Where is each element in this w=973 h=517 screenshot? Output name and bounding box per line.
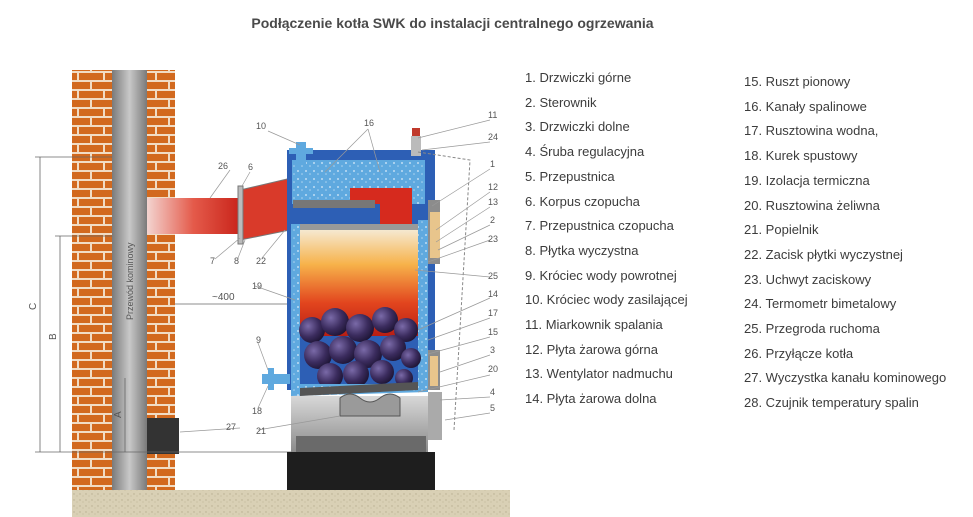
legend-item: 8. Płytka wyczystna xyxy=(525,242,639,258)
callout-12: 12 xyxy=(488,182,498,192)
callout-20: 20 xyxy=(488,364,498,374)
chimney-cleanout xyxy=(147,418,179,454)
flue-connector xyxy=(147,198,240,234)
callout-25: 25 xyxy=(488,271,498,281)
callout-26: 26 xyxy=(218,161,228,171)
legend-item: 16. Kanały spalinowe xyxy=(744,98,867,114)
leader-lines xyxy=(179,119,491,433)
thermometer xyxy=(411,136,421,156)
dim-c-label: C xyxy=(28,303,39,310)
water-jacket-right xyxy=(418,220,428,384)
callout-19: 19 xyxy=(252,281,262,291)
coal-bed xyxy=(299,307,421,389)
grate-top-plate xyxy=(300,224,418,230)
legend-item: 23. Uchwyt zaciskowy xyxy=(744,271,872,287)
legend-item: 18. Kurek spustowy xyxy=(744,148,858,164)
callout-23: 23 xyxy=(488,234,498,244)
callout-13: 13 xyxy=(488,197,498,207)
legend-item: 12. Płyta żarowa górna xyxy=(525,341,658,357)
callout-7: 7 xyxy=(210,256,215,266)
legend-item: 24. Termometr bimetalowy xyxy=(744,296,897,312)
legend-item: 2. Sterownik xyxy=(525,94,597,110)
distance-label: ~400 xyxy=(212,292,235,303)
callout-6: 6 xyxy=(248,162,253,172)
legend-item: 28. Czujnik temperatury spalin xyxy=(744,395,919,411)
callout-1: 1 xyxy=(490,159,495,169)
regulator-cap xyxy=(412,128,420,136)
callout-2: 2 xyxy=(490,215,495,225)
controller xyxy=(430,212,440,258)
cast-iron-grate xyxy=(339,393,401,417)
dim-a-label: A xyxy=(113,411,124,418)
callout-27: 27 xyxy=(226,422,236,432)
supply-flange xyxy=(289,148,313,154)
legend-item: 27. Wyczystka kanału kominowego xyxy=(744,370,947,386)
legend-item: 25. Przegroda ruchoma xyxy=(744,321,880,336)
chimney-label: Przewód kominowy xyxy=(125,242,135,320)
callout-21: 21 xyxy=(256,426,266,436)
boiler-base xyxy=(287,452,435,490)
legend-item: 13. Wentylator nadmuchu xyxy=(525,366,673,382)
legend-item: 9. Króciec wody powrotnej xyxy=(525,267,677,283)
legend-item: 15. Ruszt pionowy xyxy=(744,74,851,89)
fan-housing xyxy=(428,392,442,440)
flue-damper xyxy=(237,185,244,245)
legend-item: 21. Popielnik xyxy=(744,222,819,238)
callout-10: 10 xyxy=(256,121,266,131)
callout-8: 8 xyxy=(234,256,239,266)
grate-floor xyxy=(300,382,418,396)
legend-item: 3. Drzwiczki dolne xyxy=(525,119,630,135)
legend-item: 10. Króciec wody zasilającej xyxy=(525,292,688,308)
legend-item: 26. Przyłącze kotła xyxy=(744,345,854,361)
callout-14: 14 xyxy=(488,289,498,299)
legend-item: 1. Drzwiczki górne xyxy=(525,70,632,85)
legend-item: 20. Rusztowina żeliwna xyxy=(744,197,880,213)
callout-11: 11 xyxy=(488,110,497,120)
legend-item: 14. Płyta żarowa dolna xyxy=(525,391,657,407)
legend-item: 17. Rusztowina wodna, xyxy=(744,123,879,139)
return-flange xyxy=(268,368,274,390)
legend-item: 7. Przepustnica czopucha xyxy=(525,218,674,234)
ash-pan xyxy=(296,436,426,452)
callout-4: 4 xyxy=(490,387,495,397)
ground xyxy=(72,490,510,517)
lower-door-panel xyxy=(430,356,438,386)
callout-15: 15 xyxy=(488,327,498,337)
callout-24: 24 xyxy=(488,132,498,142)
callout-17: 17 xyxy=(488,308,498,318)
legend-item: 22. Zacisk płytki wyczystnej xyxy=(744,246,903,262)
callout-9: 9 xyxy=(256,335,261,345)
legend-item: 6. Korpus czopucha xyxy=(525,193,640,209)
legend-item: 11. Miarkownik spalania xyxy=(525,317,663,332)
water-jacket-left xyxy=(291,224,300,384)
dimension-lines xyxy=(35,156,300,453)
callout-22: 22 xyxy=(256,256,266,266)
dim-b-label: B xyxy=(48,333,59,340)
return-pipe xyxy=(262,374,290,384)
legend-item: 5. Przepustnica xyxy=(525,168,615,184)
legend-item: 19. Izolacja termiczna xyxy=(744,172,870,188)
callout-18: 18 xyxy=(252,406,262,416)
callout-16: 16 xyxy=(364,118,374,128)
chimney-flue xyxy=(112,70,147,490)
callout-5: 5 xyxy=(490,403,495,413)
page-title: Podłączenie kotła SWK do instalacji cent… xyxy=(251,15,654,31)
baffle-plate xyxy=(293,200,375,208)
regulator-chain xyxy=(417,151,471,431)
callout-3: 3 xyxy=(490,345,495,355)
brick-wall-left xyxy=(72,70,112,490)
legend-item: 4. Śruba regulacyjna xyxy=(525,144,645,160)
